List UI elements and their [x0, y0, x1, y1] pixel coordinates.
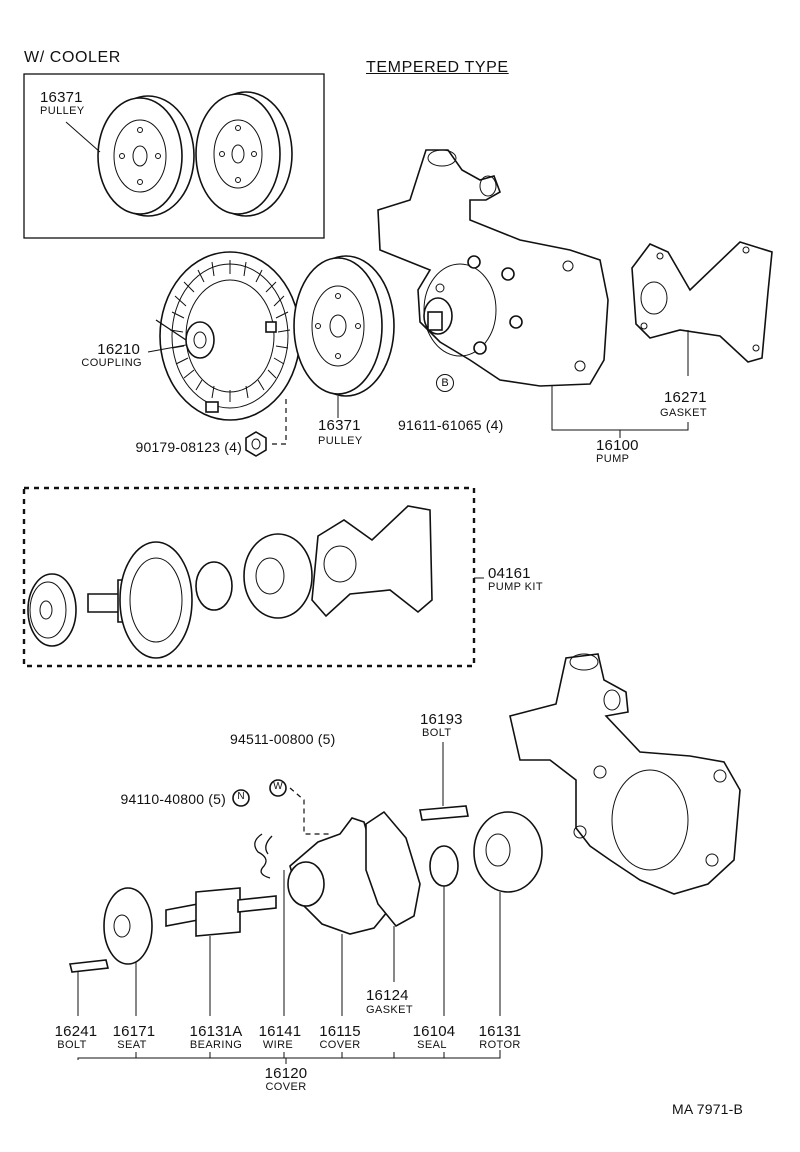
bolt-symbol: B — [436, 374, 454, 392]
pump-kit-frame — [22, 486, 476, 668]
bolt-name: BOLT — [57, 1039, 87, 1051]
nut-coupling-number: 90179-08123 (4) — [135, 439, 242, 455]
pump-kit-name: PUMP KIT — [488, 581, 543, 593]
coupling-name: COUPLING — [81, 357, 142, 369]
seat-number: 16171 — [112, 1023, 156, 1040]
coupling-drawing — [155, 251, 301, 421]
pump-kit-number: 04161 — [488, 565, 531, 582]
gasket-cover-number: 16124 — [366, 987, 409, 1004]
seat-name: SEAT — [117, 1039, 147, 1051]
bearing-number: 16131A — [189, 1023, 243, 1040]
bolt-number: 16241 — [54, 1023, 98, 1040]
seal-name: SEAL — [417, 1039, 447, 1051]
wire-name: WIRE — [262, 1039, 294, 1051]
cover-part-name: COVER — [319, 1039, 361, 1051]
nut-number: 94110-40800 (5) — [120, 791, 226, 807]
gasket-cover-name: GASKET — [366, 1004, 414, 1016]
gasket-pump-name: GASKET — [660, 407, 708, 419]
bearing-name: BEARING — [189, 1039, 243, 1051]
w-cooler-frame — [23, 73, 325, 239]
cover-assy-name: COVER — [265, 1081, 307, 1093]
w-cooler-heading: W/ COOLER — [24, 49, 121, 66]
nut-symbol: N — [237, 791, 245, 802]
gasket-pump-number: 16271 — [664, 389, 707, 406]
rotor-name: ROTOR — [479, 1039, 521, 1051]
pulley-drawing — [293, 255, 395, 397]
pulley-name: PULLEY — [318, 435, 363, 447]
bolt-stud-number: 16193 — [420, 711, 463, 728]
bolt-pump-number: 91611-61065 (4) — [398, 417, 504, 433]
pulley-number: 16371 — [318, 417, 361, 434]
lower-parts-drawing — [69, 742, 543, 973]
cooler-pulley-drawing — [97, 91, 293, 217]
pulley-cooler-name: PULLEY — [40, 105, 85, 117]
pump-gasket-drawing — [631, 241, 773, 363]
coupling-number: 16210 — [97, 341, 140, 358]
washer-number: 94511-00800 (5) — [230, 731, 336, 747]
leader-lines — [77, 870, 501, 1064]
housing-drawing — [509, 653, 741, 895]
washer-symbol: W — [273, 781, 283, 792]
pump-kit-parts-drawing — [27, 505, 433, 659]
wire-number: 16141 — [258, 1023, 302, 1040]
drawing-code: MA 7971-B — [672, 1101, 744, 1117]
rotor-number: 16131 — [478, 1023, 522, 1040]
nut-90179-drawing — [245, 431, 267, 457]
pulley-cooler-number: 16371 — [40, 89, 83, 106]
bolt-stud-name: BOLT — [422, 727, 452, 739]
tempered-type-heading: TEMPERED TYPE — [366, 59, 509, 76]
cover-assy-number: 16120 — [264, 1065, 308, 1082]
cover-part-number: 16115 — [319, 1023, 361, 1040]
pump-number: 16100 — [596, 437, 639, 454]
pump-name: PUMP — [596, 453, 630, 465]
seal-number: 16104 — [412, 1023, 456, 1040]
pump-drawing — [377, 149, 609, 387]
